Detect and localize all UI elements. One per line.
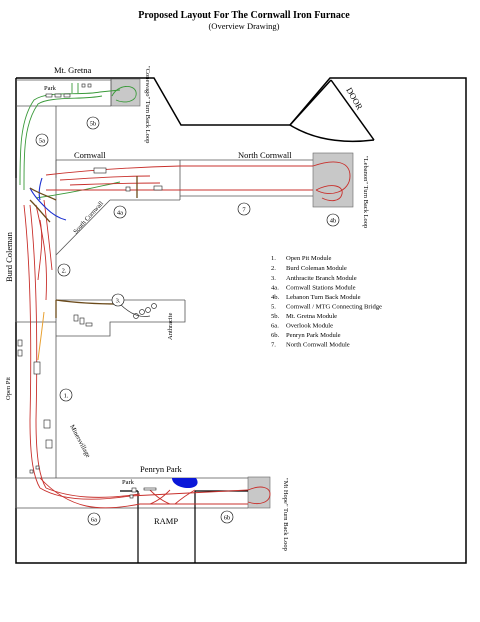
label-miners-village: Minersvillage — [68, 424, 91, 459]
legend-item: 3. Anthracite Branch Module — [271, 275, 357, 282]
marker-3-circle — [111, 293, 125, 307]
marker-1-circle — [59, 388, 73, 402]
legend-num: 4b. — [271, 294, 280, 301]
marker-5a: 5a — [39, 138, 45, 145]
legend-text: Cornwall / MTG Connecting Bridge — [286, 304, 382, 311]
legend-item: 6b. Penryn Park Module — [271, 332, 341, 339]
legend-num: 6b. — [271, 332, 280, 339]
legend-text: Burd Coleman Module — [286, 265, 347, 272]
marker-4a: 4a — [117, 210, 123, 217]
legend-text: Open Pit Module — [286, 255, 331, 262]
page-subtitle: (Overview Drawing) — [208, 21, 279, 31]
legend-num: 5. — [271, 304, 276, 311]
anthracite-tracks — [119, 303, 157, 319]
marker-2-circle — [57, 263, 71, 277]
marker-7: 7 — [242, 207, 246, 214]
marker-6b-circle — [220, 510, 234, 524]
partitions — [120, 490, 248, 563]
marker-4a-circle — [113, 205, 127, 219]
label-lebanon-loop: "Lebanon" Turn Back Loop — [362, 156, 369, 228]
track-blue — [29, 177, 67, 221]
track-brown — [29, 176, 138, 318]
legend-num: 7. — [271, 342, 276, 349]
door — [289, 79, 375, 143]
marker-4b: 4b — [330, 218, 337, 225]
label-south-cornwall: South Cornwall — [72, 200, 105, 235]
legend-text: North Cornwall Module — [286, 342, 350, 349]
legend-num: 1. — [271, 255, 276, 262]
legend-item: 2. Burd Coleman Module — [271, 265, 347, 272]
label-cornwall: Cornwall — [74, 150, 106, 160]
marker-1: 1. — [64, 393, 69, 400]
legend-num: 2. — [271, 265, 276, 272]
label-north-cornwall: North Cornwall — [238, 150, 292, 160]
label-park-top: Park — [44, 85, 57, 92]
legend-item: 1. Open Pit Module — [271, 255, 331, 262]
label-mt-gretna: Mt. Gretna — [54, 65, 92, 75]
legend-item: 5b. Mt. Gretna Module — [271, 313, 337, 320]
marker-7-circle — [237, 202, 251, 216]
marker-5b: 5b — [90, 121, 97, 128]
marker-3: 3. — [116, 298, 121, 305]
label-anthracite: Anthracite — [167, 312, 174, 340]
label-mt-hope-loop: "Mt Hope" Turn Back Loop — [282, 478, 289, 551]
marker-6a: 6a — [91, 517, 97, 524]
legend-item: 7. North Cornwall Module — [271, 342, 350, 349]
label-open-pit: Open Pit — [5, 377, 12, 400]
legend-item: 4a. Cornwall Stations Module — [271, 285, 356, 292]
track-red — [23, 161, 351, 509]
track-orange — [37, 311, 45, 361]
marker-5b-circle — [86, 116, 100, 130]
legend-item: 5. Cornwall / MTG Connecting Bridge — [271, 304, 382, 311]
lebanon-loop-pad — [312, 152, 354, 208]
legend-text: Cornwall Stations Module — [286, 285, 356, 292]
marker-5a-circle — [35, 133, 49, 147]
label-ramp: RAMP — [154, 516, 178, 526]
module-marker-text: 5b 5a 4a 7 4b 2. 3. 1. 6a 6b — [39, 121, 336, 524]
legend-text: Overlook Module — [286, 323, 333, 330]
benchwork — [15, 79, 313, 509]
legend-num: 5b. — [271, 313, 280, 320]
marker-6b: 6b — [224, 515, 231, 522]
room-walls — [15, 77, 467, 564]
legend-text: Anthracite Branch Module — [286, 275, 357, 282]
legend-item: 6a. Overlook Module — [271, 323, 333, 330]
label-conewago-loop: "Conewago" Turn Back Loop — [144, 66, 151, 143]
label-burd-coleman: Burd Coleman — [4, 231, 14, 282]
legend-item: 4b. Lebanon Turn Back Module — [271, 294, 361, 301]
label-penryn-park: Penryn Park — [140, 464, 183, 474]
door-label: DOOR — [344, 86, 365, 112]
label-park-bottom: Park — [122, 479, 135, 486]
page-title: Proposed Layout For The Cornwall Iron Fu… — [138, 10, 350, 21]
structures — [17, 83, 163, 499]
legend-num: 3. — [271, 275, 276, 282]
marker-4b-circle — [326, 213, 340, 227]
pond — [172, 478, 198, 488]
marker-6a-circle — [87, 512, 101, 526]
legend-text: Lebanon Turn Back Module — [286, 294, 361, 301]
legend-text: Penryn Park Module — [286, 332, 341, 339]
marker-2: 2. — [62, 268, 67, 275]
legend: 1. Open Pit Module 2. Burd Coleman Modul… — [271, 255, 382, 349]
legend-text: Mt. Gretna Module — [286, 313, 337, 320]
legend-num: 4a. — [271, 285, 279, 292]
legend-num: 6a. — [271, 323, 279, 330]
module-markers — [35, 116, 340, 526]
